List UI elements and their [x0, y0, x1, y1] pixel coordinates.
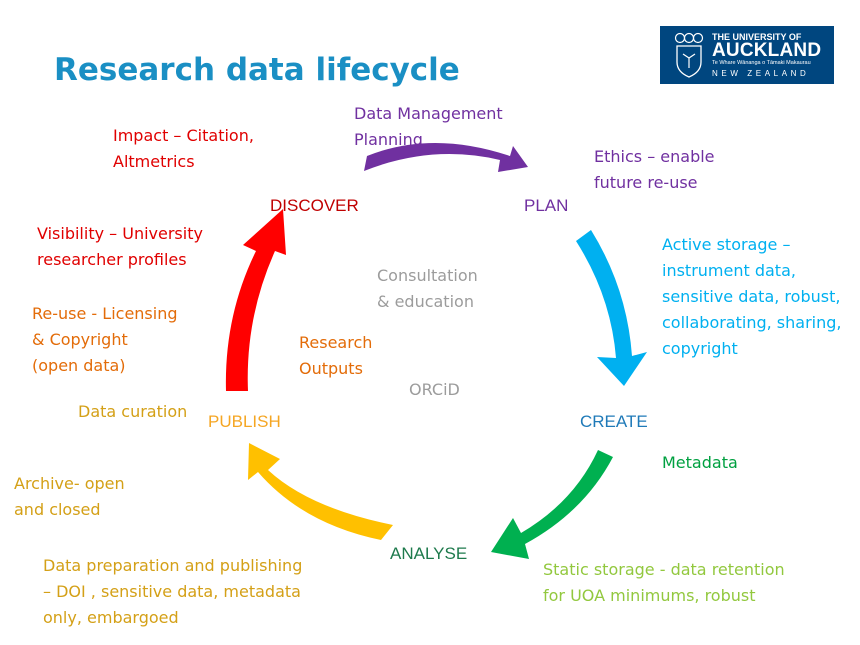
logo-line-3: Te Whare Wānanga o Tāmaki Makaurau [712, 60, 811, 66]
note-data-management-line-1: Data Management [354, 104, 503, 123]
page-title: Research data lifecycle [54, 52, 460, 88]
note-archive-line-2: and closed [14, 500, 101, 519]
note-data-preparation-line-1: Data preparation and publishing [43, 556, 303, 575]
university-logo: THE UNIVERSITY OF AUCKLAND Te Whare Wāna… [660, 26, 834, 84]
note-visibility: Visibility – University researcher profi… [37, 221, 203, 273]
arrow-plan-to-create [576, 230, 647, 386]
stage-discover: DISCOVER [270, 196, 359, 215]
center-research-outputs-line-1: Research [299, 333, 373, 352]
note-static-storage: Static storage - data retention for UOA … [543, 557, 785, 609]
note-active-storage-line-1: Active storage – [662, 235, 791, 254]
note-reuse-line-3: (open data) [32, 356, 126, 375]
center-consultation-line-1: Consultation [377, 266, 478, 285]
note-visibility-line-2: researcher profiles [37, 250, 187, 269]
note-impact-line-1: Impact – Citation, [113, 126, 254, 145]
note-active-storage: Active storage – instrument data, sensit… [662, 232, 841, 362]
stage-create: CREATE [580, 412, 648, 431]
arrow-create-to-analyse [491, 450, 613, 559]
note-visibility-line-1: Visibility – University [37, 224, 203, 243]
note-data-management-line-2: Planning [354, 130, 423, 149]
note-archive: Archive- open and closed [14, 471, 125, 523]
note-active-storage-line-4: collaborating, sharing, [662, 313, 842, 332]
note-data-curation: Data curation [78, 402, 188, 421]
note-data-preparation: Data preparation and publishing – DOI , … [43, 553, 302, 631]
note-ethics-line-1: Ethics – enable [594, 147, 715, 166]
crest-icon [674, 32, 704, 78]
center-research-outputs: Research Outputs [299, 330, 372, 382]
note-active-storage-line-2: instrument data, [662, 261, 796, 280]
logo-line-4: NEW ZEALAND [712, 69, 810, 78]
note-data-preparation-line-2: – DOI , sensitive data, metadata [43, 582, 301, 601]
stage-plan: PLAN [524, 196, 569, 215]
arrow-analyse-to-publish [248, 443, 393, 540]
center-orcid: ORCiD [409, 380, 460, 399]
note-static-storage-line-2: for UOA minimums, robust [543, 586, 756, 605]
note-data-management: Data Management Planning [354, 101, 503, 153]
note-metadata: Metadata [662, 453, 738, 472]
note-ethics: Ethics – enable future re-use [594, 144, 715, 196]
stage-publish: PUBLISH [208, 412, 281, 431]
note-reuse: Re-use - Licensing & Copyright (open dat… [32, 301, 178, 379]
center-research-outputs-line-2: Outputs [299, 359, 363, 378]
stage-analyse: ANALYSE [390, 544, 468, 563]
note-impact-line-2: Altmetrics [113, 152, 195, 171]
note-static-storage-line-1: Static storage - data retention [543, 560, 785, 579]
arrow-publish-to-discover [225, 209, 286, 391]
center-consultation-line-2: & education [377, 292, 474, 311]
note-impact: Impact – Citation, Altmetrics [113, 123, 254, 175]
logo-line-2: AUCKLAND [712, 40, 822, 61]
note-active-storage-line-3: sensitive data, robust, [662, 287, 841, 306]
arrow-discover-to-plan [364, 143, 528, 172]
note-reuse-line-2: & Copyright [32, 330, 128, 349]
note-active-storage-line-5: copyright [662, 339, 738, 358]
center-consultation: Consultation & education [377, 263, 478, 315]
note-reuse-line-1: Re-use - Licensing [32, 304, 178, 323]
note-data-preparation-line-3: only, embargoed [43, 608, 179, 627]
logo-line-1: THE UNIVERSITY OF [712, 32, 802, 42]
note-archive-line-1: Archive- open [14, 474, 125, 493]
note-ethics-line-2: future re-use [594, 173, 698, 192]
